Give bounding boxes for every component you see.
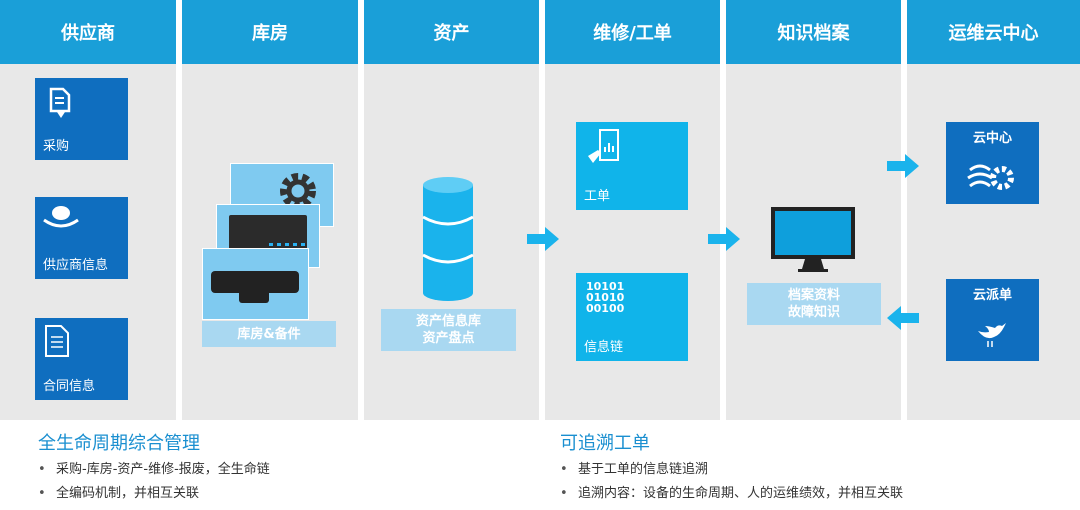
database-icon bbox=[422, 177, 474, 301]
bottom-left-bullet: 全编码机制，并相互关联 bbox=[38, 482, 270, 506]
document-edit-icon bbox=[49, 87, 71, 118]
bottom-right-title: 可追溯工单 bbox=[560, 433, 650, 454]
arrow-from-dispatch bbox=[887, 306, 919, 330]
asset-label-box: 资产信息库 资产盘点 bbox=[381, 309, 516, 351]
asset-label-line2: 资产盘点 bbox=[422, 331, 475, 346]
info-chain-label: 信息链 bbox=[584, 340, 624, 355]
warehouse-label: 库房&备件 bbox=[237, 326, 301, 342]
column-header-repair: 维修/工单 bbox=[545, 0, 720, 64]
bottom-right-bullets: 基于工单的信息链追溯 追溯内容：设备的生命周期、人的运维绩效，并相互关联 bbox=[560, 458, 903, 506]
column-header-asset: 资产 bbox=[364, 0, 539, 64]
bottom-right-bullet: 追溯内容：设备的生命周期、人的运维绩效，并相互关联 bbox=[560, 482, 903, 506]
work-order-tile[interactable]: 工单 bbox=[576, 122, 688, 210]
supplier-info-tile[interactable]: 供应商信息 bbox=[35, 197, 128, 279]
knowledge-label-box: 档案资料 故障知识 bbox=[747, 283, 881, 325]
column-header-cloud: 运维云中心 bbox=[907, 0, 1080, 64]
arrow-asset-to-repair bbox=[527, 227, 559, 251]
knowledge-label-line1: 档案资料 bbox=[787, 288, 840, 303]
sensor-device-icon bbox=[211, 271, 299, 293]
document-icon bbox=[45, 325, 69, 357]
info-chain-tile[interactable]: 10101 01010 00100 信息链 bbox=[576, 273, 688, 361]
binary-code-text: 10101 01010 00100 bbox=[586, 280, 625, 315]
column-header-warehouse: 库房 bbox=[182, 0, 358, 64]
column-header-supplier: 供应商 bbox=[0, 0, 176, 64]
bottom-left-bullet: 采购-库房-资产-维修-报废，全生命链 bbox=[38, 458, 270, 482]
purchase-tile[interactable]: 采购 bbox=[35, 78, 128, 160]
purchase-label: 采购 bbox=[43, 139, 70, 154]
warehouse-label-box: 库房&备件 bbox=[202, 321, 336, 347]
monitor-icon bbox=[771, 207, 855, 272]
asset-label-line1: 资产信息库 bbox=[415, 314, 481, 329]
bird-icon bbox=[978, 323, 1006, 347]
bottom-left-bullets: 采购-库房-资产-维修-报废，全生命链 全编码机制，并相互关联 bbox=[38, 458, 270, 506]
server-led-strip bbox=[269, 243, 305, 246]
hand-coin-icon bbox=[43, 206, 79, 228]
tablet-touch-icon bbox=[588, 129, 619, 163]
cloud-center-label: 云中心 bbox=[972, 131, 1012, 146]
cloud-dispatch-label: 云派单 bbox=[972, 288, 1012, 303]
bottom-right-bullet: 基于工单的信息链追溯 bbox=[560, 458, 903, 482]
cloud-gear-icon bbox=[967, 164, 1014, 190]
contract-info-tile[interactable]: 合同信息 bbox=[35, 318, 128, 400]
arrow-to-cloud-center bbox=[887, 154, 919, 178]
sensor-base bbox=[239, 293, 269, 303]
supplier-info-label: 供应商信息 bbox=[43, 258, 109, 273]
column-header-knowledge: 知识档案 bbox=[726, 0, 901, 64]
cloud-dispatch-tile[interactable]: 云派单 bbox=[946, 279, 1039, 361]
knowledge-label-line2: 故障知识 bbox=[787, 305, 840, 320]
cloud-center-tile[interactable]: 云中心 bbox=[946, 122, 1039, 204]
work-order-label: 工单 bbox=[584, 189, 611, 204]
contract-info-label: 合同信息 bbox=[43, 379, 96, 394]
arrow-repair-to-knowledge bbox=[708, 227, 740, 251]
bottom-left-title: 全生命周期综合管理 bbox=[38, 433, 200, 454]
warehouse-card-sensor bbox=[202, 248, 309, 320]
